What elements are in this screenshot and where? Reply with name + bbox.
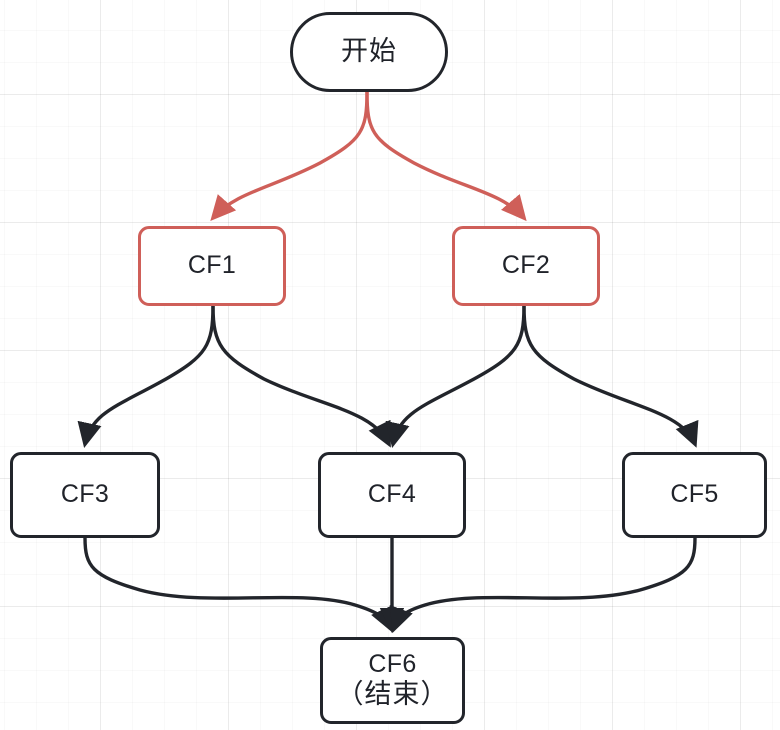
edge-cf2-to-cf4 xyxy=(385,305,526,448)
node-cf5-label: CF5 xyxy=(670,480,719,509)
edge-cf2-to-cf5 xyxy=(522,305,699,448)
node-cf2[interactable]: CF2 xyxy=(452,226,600,306)
node-cf1-label: CF1 xyxy=(187,251,237,280)
node-cf1[interactable]: CF1 xyxy=(138,226,286,306)
node-cf6-sublabel: （结束） xyxy=(336,679,449,710)
node-cf4-label: CF4 xyxy=(367,480,417,509)
node-cf3[interactable]: CF3 xyxy=(10,452,160,538)
edge-cf5-to-cf6 xyxy=(389,537,697,633)
edge-start-to-cf1 xyxy=(210,91,369,222)
edge-cf1-to-cf3 xyxy=(77,305,215,448)
node-cf5[interactable]: CF5 xyxy=(622,452,767,538)
node-start[interactable]: 开始 xyxy=(290,12,448,92)
edge-cf3-to-cf6 xyxy=(83,537,394,633)
node-cf6[interactable]: CF6 （结束） xyxy=(320,637,465,724)
node-cf4[interactable]: CF4 xyxy=(318,452,466,538)
node-cf6-label: CF6 xyxy=(368,649,417,678)
edge-cf1-to-cf4 xyxy=(211,305,391,448)
node-cf2-label: CF2 xyxy=(501,251,551,280)
edge-start-to-cf2 xyxy=(365,91,527,222)
node-start-label: 开始 xyxy=(341,36,397,67)
node-cf3-label: CF3 xyxy=(60,480,110,509)
